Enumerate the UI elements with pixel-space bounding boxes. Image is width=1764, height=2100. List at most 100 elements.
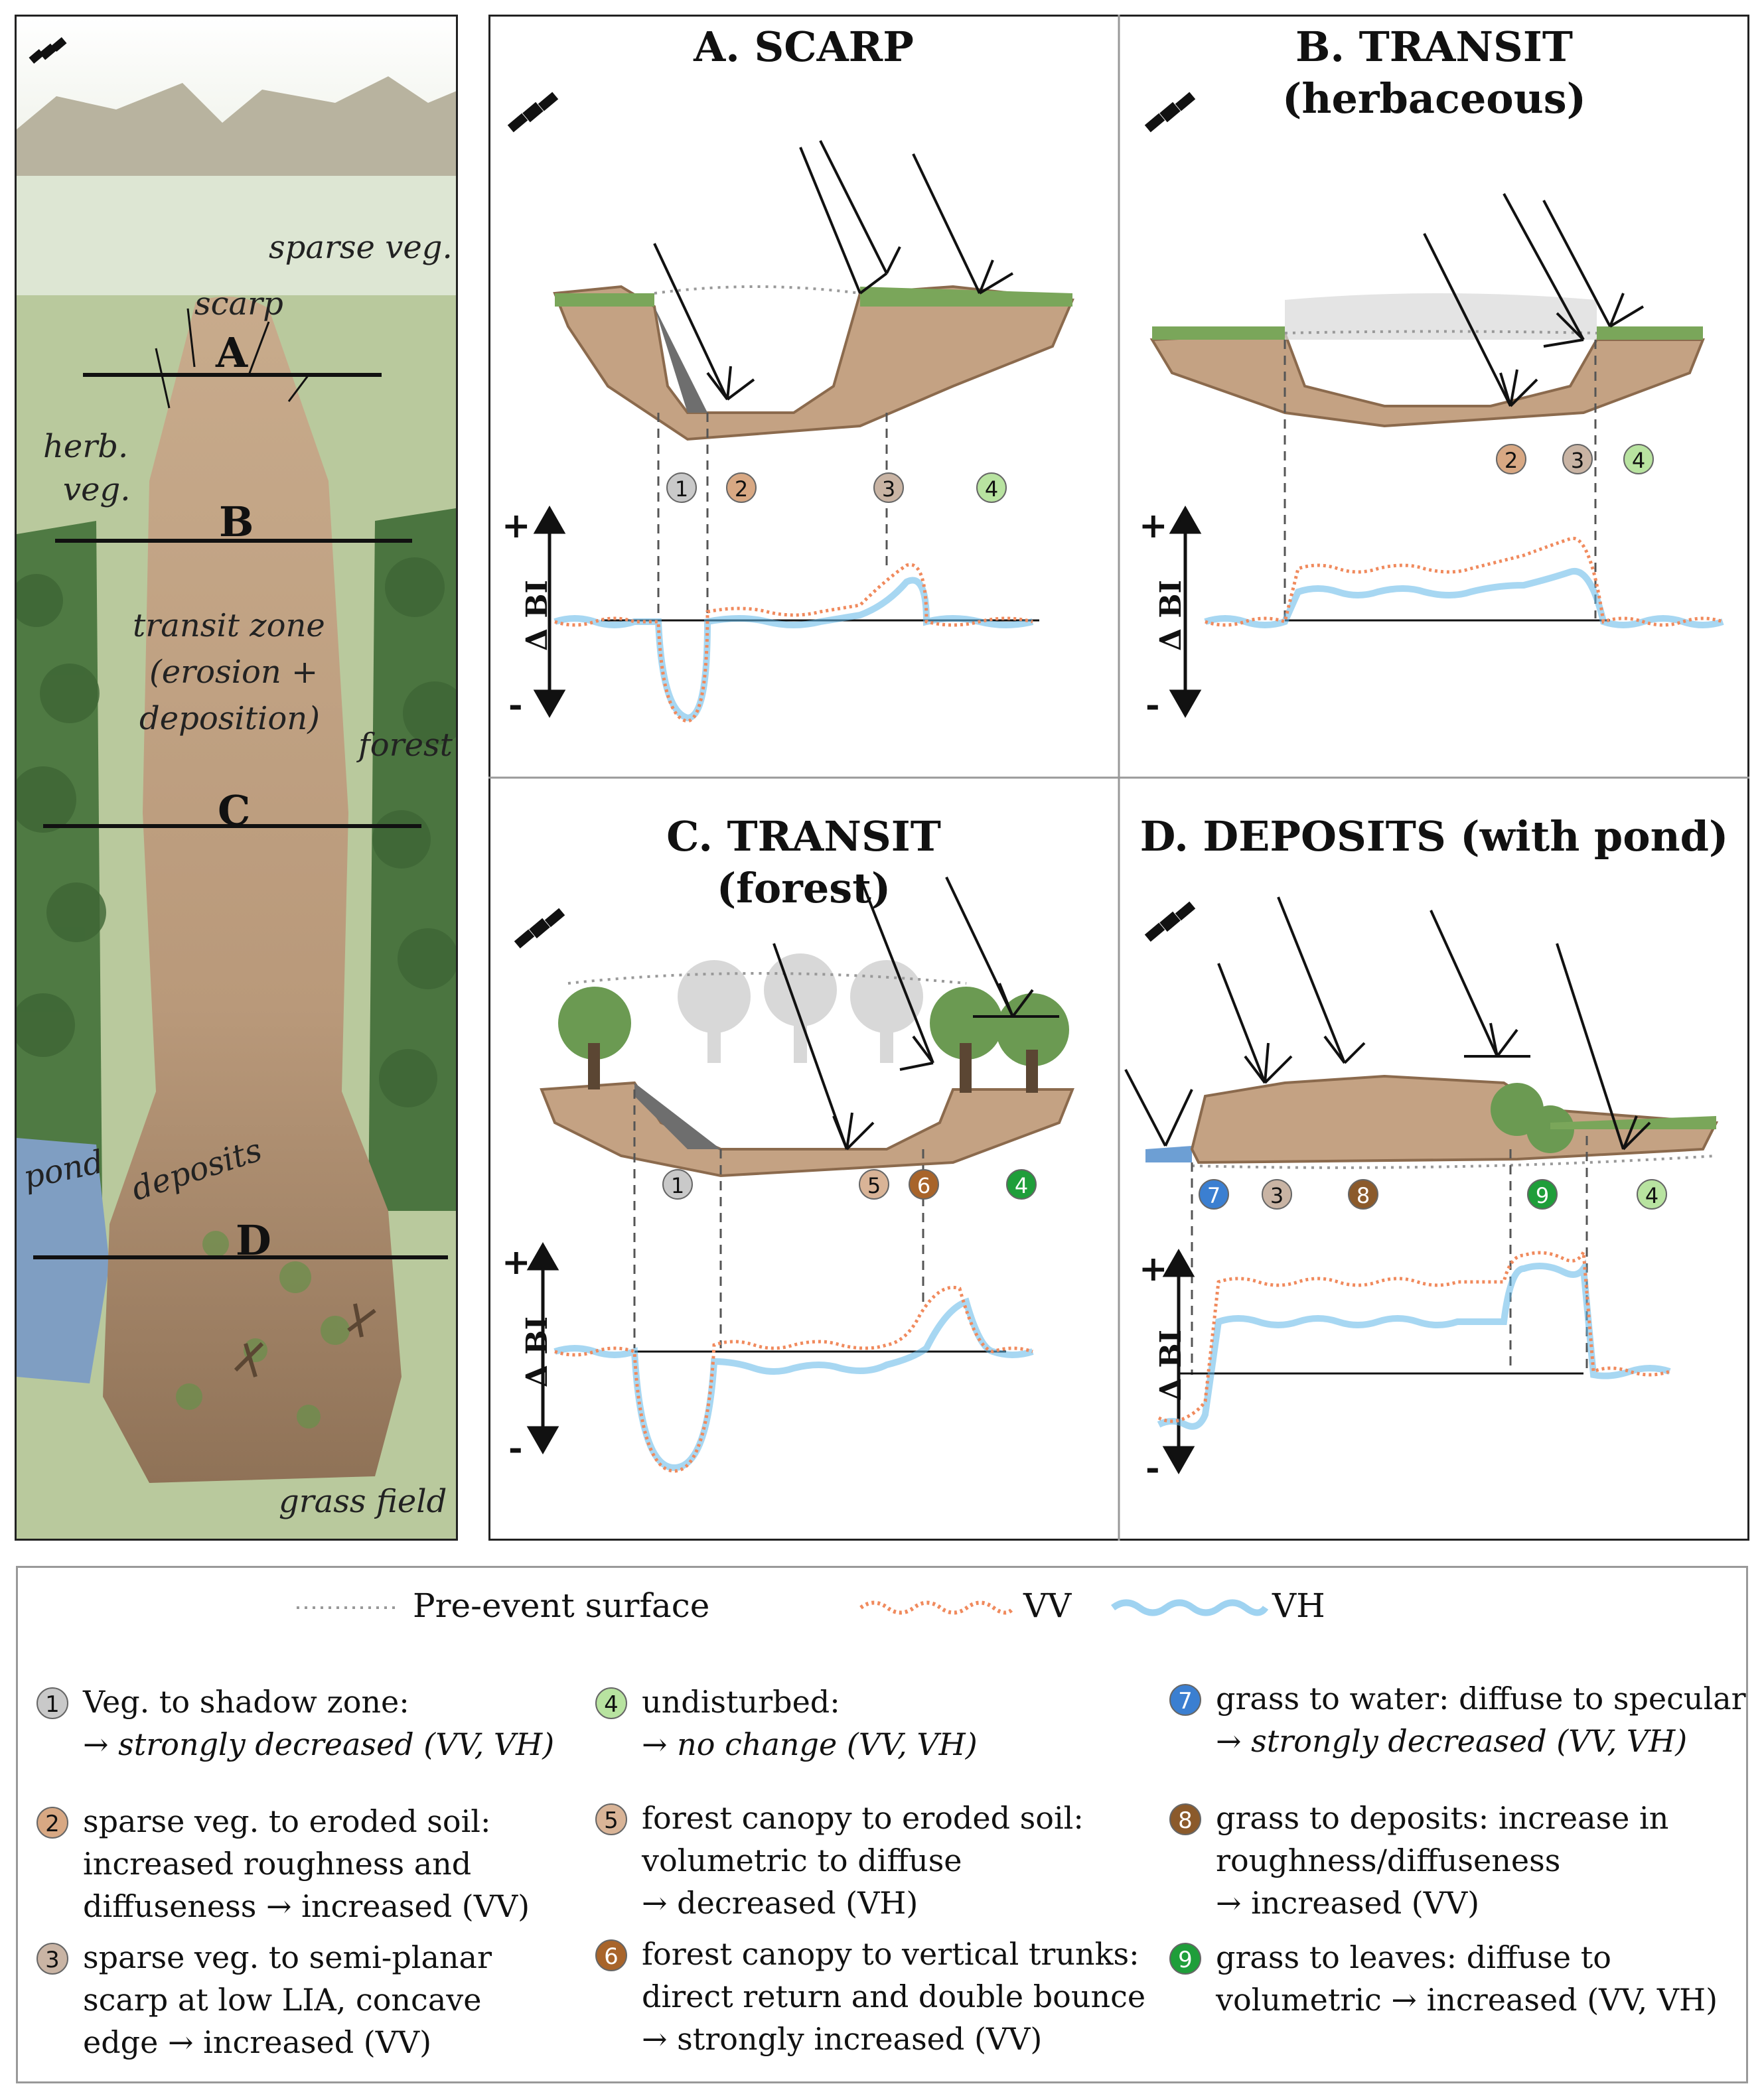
legend-item-7-line-2: → strongly decreased (VV, VH) xyxy=(1216,1720,1733,1762)
legend-item-6-line-1: forest canopy to vertical trunks: xyxy=(642,1933,1159,1975)
panel-a-axis-label: Δ BI xyxy=(520,580,554,651)
panel-c-cross-section xyxy=(488,778,1119,1541)
legend-item-2-line-1: sparse veg. to eroded soil: xyxy=(83,1800,601,1843)
panel-c-badge-1: 1 xyxy=(662,1169,693,1200)
panel-d-cross-section xyxy=(1119,778,1749,1541)
legend-item-3: 3 sparse veg. to semi-planar scarp at lo… xyxy=(37,1936,581,2069)
legend-badge-6: 6 xyxy=(595,1939,627,1971)
panel-a-vh-curve xyxy=(555,581,1033,719)
panel-c-badge-5: 5 xyxy=(859,1169,889,1200)
panel-d-badge-4: 4 xyxy=(1637,1179,1667,1210)
legend-badge-4: 4 xyxy=(595,1687,627,1719)
legend-item-8: 8 grass to deposits: increase in roughne… xyxy=(1169,1797,1740,1929)
legend-badge-1: 1 xyxy=(37,1687,68,1719)
legend-pre-event: Pre-event surface xyxy=(413,1586,709,1625)
legend-badge-5: 5 xyxy=(595,1803,627,1835)
label-forest: forest xyxy=(358,727,453,764)
legend-item-9-line-1: grass to leaves: diffuse to xyxy=(1216,1936,1733,1979)
panel-c-vv-curve xyxy=(555,1287,1033,1471)
legend-badge-7: 7 xyxy=(1169,1684,1201,1716)
panel-c: C. TRANSIT (forest) xyxy=(488,778,1119,1541)
legend-badge-3: 3 xyxy=(37,1943,68,1975)
legend-item-3-line-1: sparse veg. to semi-planar xyxy=(83,1936,601,1979)
legend-item-8-line-3: → increased (VV) xyxy=(1216,1882,1733,1924)
panel-d-badge-8: 8 xyxy=(1348,1179,1378,1210)
panel-b-axis-label: Δ BI xyxy=(1154,580,1188,651)
label-transit-3: deposition) xyxy=(139,700,320,737)
legend-item-7-line-1: grass to water: diffuse to specular xyxy=(1216,1677,1733,1720)
label-herb: herb. xyxy=(43,428,128,465)
legend-item-1-line-2: → strongly decreased (VV, VH) xyxy=(83,1723,601,1766)
panel-a-badge-4: 4 xyxy=(976,472,1007,503)
satellite-icon xyxy=(514,908,565,949)
panel-c-axis-label: Δ BI xyxy=(520,1316,554,1387)
section-label-c: C xyxy=(218,786,250,835)
legend-item-8-line-2: roughness/diffuseness xyxy=(1216,1839,1733,1882)
legend-item-5-line-1: forest canopy to eroded soil: xyxy=(642,1797,1159,1839)
panel-b-minus: - xyxy=(1145,685,1160,725)
legend-item-3-line-3: edge → increased (VV) xyxy=(83,2021,601,2064)
legend-item-4-line-1: undisturbed: xyxy=(642,1681,1159,1723)
label-scarp: scarp xyxy=(194,285,283,322)
panel-d-badge-3: 3 xyxy=(1262,1179,1292,1210)
label-herb-veg: veg. xyxy=(63,471,131,508)
panel-a-badge-2: 2 xyxy=(726,472,757,503)
legend-vv: VV xyxy=(1023,1586,1071,1625)
legend-item-3-line-2: scarp at low LIA, concave xyxy=(83,1979,601,2021)
tree-icon xyxy=(558,987,631,1089)
legend-item-2-line-3: diffuseness → increased (VV) xyxy=(83,1885,601,1927)
panel-c-plus: + xyxy=(502,1242,531,1283)
panel-b-cross-section xyxy=(1119,15,1749,778)
legend-item-5-line-3: → decreased (VH) xyxy=(642,1882,1159,1924)
panel-b: B. TRANSIT (herbaceous) xyxy=(1119,15,1749,778)
panel-c-badge-4: 4 xyxy=(1006,1169,1037,1200)
panel-c-vh-curve xyxy=(555,1302,1033,1468)
legend-item-9-line-2: volumetric → increased (VV, VH) xyxy=(1216,1979,1733,2021)
panel-b-plus: + xyxy=(1139,506,1168,546)
legend-item-5: 5 forest canopy to eroded soil: volumetr… xyxy=(595,1797,1166,1929)
panel-a-badge-1: 1 xyxy=(666,472,697,503)
legend-badge-9: 9 xyxy=(1169,1943,1201,1975)
panel-a-minus: - xyxy=(508,685,523,725)
section-label-d: D xyxy=(236,1216,271,1265)
panel-a-badge-3: 3 xyxy=(873,472,904,503)
panel-d-badge-7: 7 xyxy=(1199,1179,1229,1210)
landslide-map-panel: sparse veg. scarp A herb. veg. B transit… xyxy=(15,15,458,1541)
panel-b-badge-2: 2 xyxy=(1496,444,1526,474)
satellite-icon xyxy=(1145,92,1195,133)
panel-d-minus: - xyxy=(1145,1448,1160,1488)
label-transit-2: (erosion + xyxy=(149,654,318,691)
legend-item-6: 6 forest canopy to vertical trunks: dire… xyxy=(595,1933,1166,2065)
panel-d-axis-label: Δ BI xyxy=(1154,1330,1188,1401)
legend-item-5-line-2: volumetric to diffuse xyxy=(642,1839,1159,1882)
legend-item-4: 4 undisturbed: → no change (VV, VH) xyxy=(595,1681,1166,1813)
legend-item-2-line-2: increased roughness and xyxy=(83,1843,601,1885)
panel-b-badge-3: 3 xyxy=(1562,444,1593,474)
satellite-icon xyxy=(1145,902,1195,942)
label-grass-field: grass field xyxy=(279,1483,447,1520)
legend-item-8-line-1: grass to deposits: increase in xyxy=(1216,1797,1733,1839)
panel-b-vh-curve xyxy=(1205,571,1723,625)
satellite-icon xyxy=(508,92,558,133)
panel-c-minus: - xyxy=(508,1428,523,1468)
panel-a-cross-section xyxy=(488,15,1119,778)
legend-vh: VH xyxy=(1272,1586,1325,1625)
legend-item-2: 2 sparse veg. to eroded soil: increased … xyxy=(37,1800,581,1933)
label-transit-1: transit zone xyxy=(133,607,325,644)
panel-b-vv-curve xyxy=(1205,538,1723,625)
label-sparse-veg: sparse veg. xyxy=(269,229,453,266)
legend-badge-2: 2 xyxy=(37,1807,68,1839)
panel-d: D. DEPOSITS (with pond) xyxy=(1119,778,1749,1541)
legend-item-4-line-2: → no change (VV, VH) xyxy=(642,1723,1159,1766)
panel-d-vh-curve xyxy=(1159,1266,1670,1427)
legend-item-6-line-2: direct return and double bounce xyxy=(642,1975,1159,2018)
tree-icon xyxy=(930,987,1069,1093)
legend-item-6-line-3: → strongly increased (VV) xyxy=(642,2018,1159,2060)
panel-b-badge-4: 4 xyxy=(1623,444,1654,474)
section-label-b: B xyxy=(219,498,254,546)
legend-keys xyxy=(18,1568,1750,1647)
legend-badge-8: 8 xyxy=(1169,1803,1201,1835)
panel-a: A. SCARP xyxy=(488,15,1119,778)
legend-item-9: 9 grass to leaves: diffuse to volumetric… xyxy=(1169,1936,1740,2069)
panel-a-plus: + xyxy=(502,506,531,546)
